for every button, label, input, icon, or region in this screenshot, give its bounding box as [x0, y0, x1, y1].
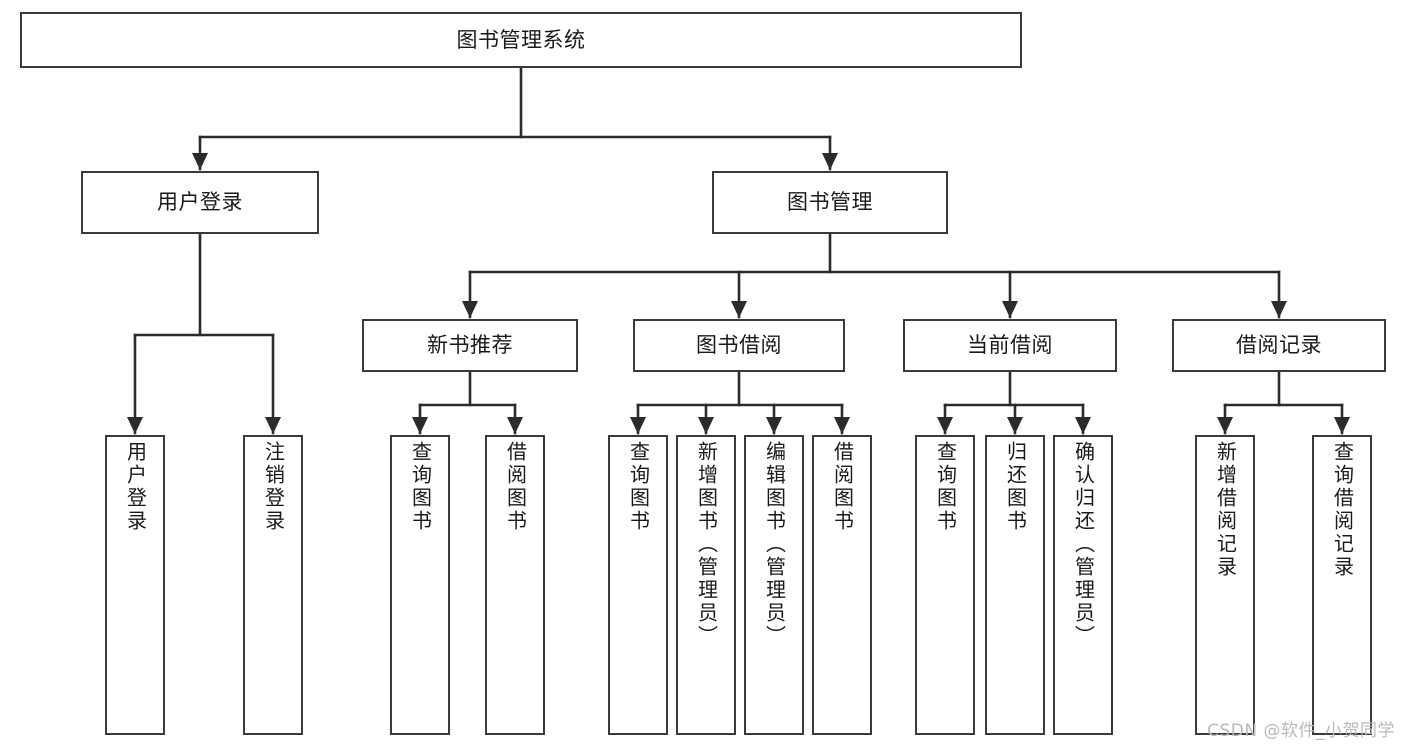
node-label-l3: 查询图书	[408, 441, 433, 533]
node-label-l6: 新增图书（管理员）	[694, 441, 719, 648]
arrow-head-current-to-l10	[1007, 417, 1023, 434]
node-box-l8[interactable]: 借阅图书	[812, 435, 872, 735]
node-box-l2[interactable]: 注销登录	[243, 435, 303, 735]
node-label-l7: 编辑图书（管理员）	[762, 441, 787, 648]
arrow-head-borrow-to-l6	[698, 417, 714, 434]
node-label-l11: 确认归还（管理员）	[1071, 441, 1096, 648]
node-label-records: 借阅记录	[1236, 333, 1322, 358]
arrow-head-bookmgmt-to-records	[1271, 301, 1287, 318]
node-box-l3[interactable]: 查询图书	[390, 435, 450, 735]
node-box-l11[interactable]: 确认归还（管理员）	[1053, 435, 1113, 735]
arrow-head-records-to-l12	[1217, 417, 1233, 434]
node-label-l10: 归还图书	[1003, 441, 1028, 533]
node-label-l4: 借阅图书	[503, 441, 528, 533]
arrow-head-login-to-l2	[265, 417, 281, 434]
node-box-l12[interactable]: 新增借阅记录	[1195, 435, 1255, 735]
node-label-l12: 新增借阅记录	[1213, 441, 1238, 579]
arrow-head-borrow-to-l7	[766, 417, 782, 434]
node-label-root: 图书管理系统	[456, 27, 586, 52]
arrow-head-bookmgmt-to-current	[1002, 301, 1018, 318]
node-box-l6[interactable]: 新增图书（管理员）	[676, 435, 736, 735]
arrow-head-newbook-to-l3	[412, 417, 428, 434]
arrow-head-current-to-l11	[1075, 417, 1091, 434]
node-box-records[interactable]: 借阅记录	[1172, 319, 1386, 372]
node-box-l13[interactable]: 查询借阅记录	[1312, 435, 1372, 735]
node-label-l8: 借阅图书	[830, 441, 855, 533]
arrow-head-bookmgmt-to-newbook	[462, 301, 478, 318]
node-box-login[interactable]: 用户登录	[81, 171, 319, 234]
node-label-bookmgmt: 图书管理	[787, 190, 873, 215]
node-box-l9[interactable]: 查询图书	[915, 435, 975, 735]
arrow-head-bookmgmt-to-borrow	[731, 301, 747, 318]
arrow-head-newbook-to-l4	[507, 417, 523, 434]
node-box-l7[interactable]: 编辑图书（管理员）	[744, 435, 804, 735]
node-box-l4[interactable]: 借阅图书	[485, 435, 545, 735]
node-label-l9: 查询图书	[933, 441, 958, 533]
node-box-borrow[interactable]: 图书借阅	[633, 319, 845, 372]
node-label-l13: 查询借阅记录	[1330, 441, 1355, 579]
arrow-head-root-to-bookmgmt	[822, 153, 838, 170]
node-label-borrow: 图书借阅	[696, 333, 782, 358]
arrow-head-records-to-l13	[1334, 417, 1350, 434]
node-box-newbook[interactable]: 新书推荐	[362, 319, 578, 372]
node-label-login: 用户登录	[157, 190, 243, 215]
node-label-l2: 注销登录	[261, 441, 286, 533]
node-box-l5[interactable]: 查询图书	[608, 435, 668, 735]
node-box-bookmgmt[interactable]: 图书管理	[712, 171, 948, 234]
arrow-head-borrow-to-l8	[834, 417, 850, 434]
node-box-l1[interactable]: 用户登录	[105, 435, 165, 735]
watermark-text: CSDN @软件_小贺同学	[1207, 721, 1395, 741]
arrow-head-current-to-l9	[937, 417, 953, 434]
node-box-l10[interactable]: 归还图书	[985, 435, 1045, 735]
arrow-head-login-to-l1	[127, 417, 143, 434]
node-box-root[interactable]: 图书管理系统	[20, 12, 1022, 68]
node-label-current: 当前借阅	[967, 333, 1053, 358]
node-box-current[interactable]: 当前借阅	[903, 319, 1117, 372]
node-label-l5: 查询图书	[626, 441, 651, 533]
node-label-l1: 用户登录	[123, 441, 148, 533]
arrow-head-borrow-to-l5	[630, 417, 646, 434]
node-label-newbook: 新书推荐	[427, 333, 513, 358]
arrow-head-root-to-login	[192, 153, 208, 170]
